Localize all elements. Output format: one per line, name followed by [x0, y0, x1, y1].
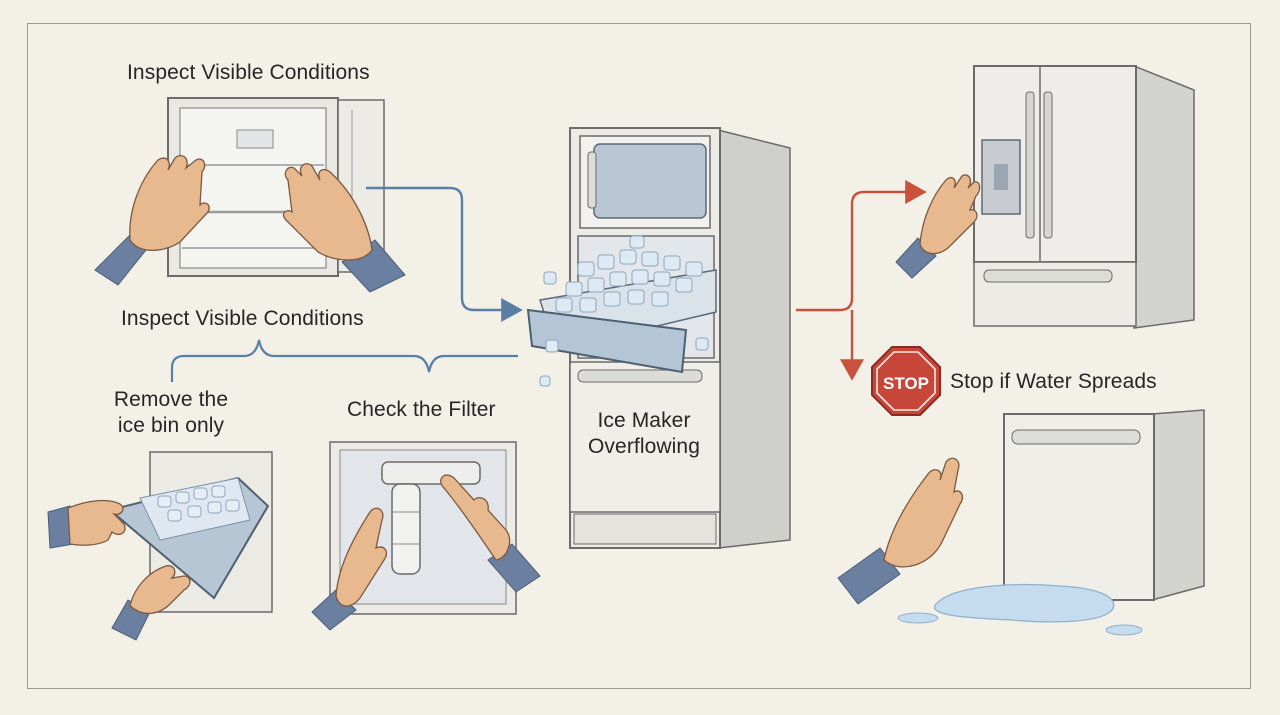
- hand-icon: [282, 163, 406, 293]
- hand-icon: [837, 457, 964, 605]
- ice-bin-icon: [526, 235, 717, 387]
- ice-bin-removal-illustration: [107, 451, 273, 613]
- bracket-connector: [170, 339, 518, 382]
- lower-fridge-illustration: [1003, 409, 1205, 601]
- hand-icon: [94, 154, 210, 286]
- stop-sign-icon: STOP: [871, 346, 941, 416]
- label-inspect-visible-conditions-mid: Inspect Visible Conditions: [121, 307, 364, 330]
- label-remove-ice-bin: Remove the ice bin only: [103, 387, 239, 439]
- hand-icon: [47, 499, 126, 549]
- label-ice-maker-line2: Overflowing: [588, 435, 700, 458]
- flow-arrow-to-right-fridge: [796, 180, 927, 312]
- diagram-border: [27, 23, 1251, 689]
- hand-icon: [440, 474, 541, 593]
- label-ice-maker-overflowing: Ice Maker Overflowing: [574, 408, 714, 460]
- label-inspect-visible-conditions-top: Inspect Visible Conditions: [127, 61, 370, 84]
- hand-icon: [311, 507, 388, 631]
- stop-sign-text: STOP: [883, 374, 929, 393]
- water-puddle-icon: [897, 583, 1143, 636]
- label-remove-ice-bin-line2: ice bin only: [117, 414, 225, 437]
- label-ice-maker-line1: Ice Maker: [597, 409, 691, 432]
- open-fridge-illustration: [167, 97, 385, 277]
- french-door-fridge-illustration: [973, 64, 1195, 329]
- flow-arrow-to-ice-maker: [366, 186, 523, 322]
- label-check-filter: Check the Filter: [347, 398, 496, 421]
- hand-icon: [111, 565, 191, 641]
- water-filter-icon: [381, 461, 481, 575]
- hand-icon: [895, 174, 981, 279]
- label-remove-ice-bin-line1: Remove the: [113, 388, 229, 411]
- label-stop-if-water-spreads: Stop if Water Spreads: [950, 370, 1157, 393]
